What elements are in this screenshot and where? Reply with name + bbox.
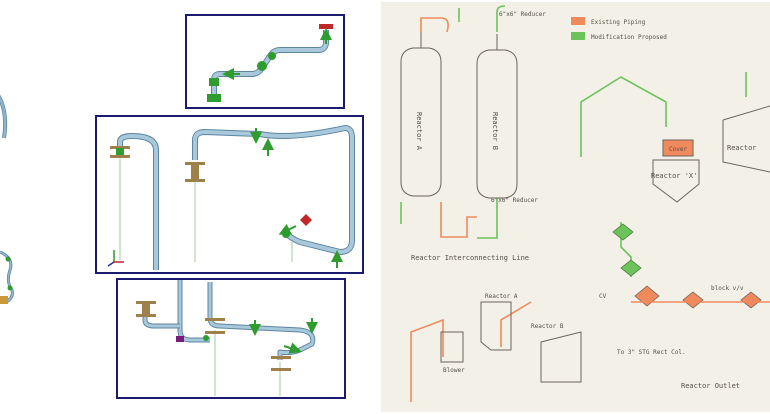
green-arrow-icon — [207, 28, 332, 102]
label-cv: CV — [599, 293, 607, 300]
hand-sketch-drawing: Existing Piping Modification Proposed Re… — [400, 5, 770, 402]
label-interconnecting-line: Reactor Interconnecting Line — [411, 254, 529, 262]
hand-sketch-panel: Existing Piping Modification Proposed Re… — [381, 2, 770, 412]
pipe-support-icon — [110, 146, 205, 182]
model-view-bottom — [116, 278, 346, 399]
legend-swatch-existing — [571, 17, 585, 25]
valve-icon — [612, 223, 762, 309]
axis-triad-icon — [107, 250, 124, 267]
piping-model-panel — [0, 0, 372, 414]
label-cover: Cover — [669, 146, 687, 153]
label-reactor-b-lower: Reactor B — [531, 323, 564, 330]
model-view-middle — [95, 115, 364, 274]
label-reactor-a: Reactor A — [415, 112, 423, 151]
label-reducer-bottom: 6"x6" Reducer — [491, 197, 538, 204]
green-arrow-icon — [203, 318, 318, 354]
pipe-support-icon — [136, 301, 291, 371]
reactor-x: Cover Reactor 'X' Reactor — [651, 105, 770, 203]
label-reactor-b: Reactor B — [491, 112, 499, 150]
label-reactor-right: Reactor — [727, 144, 757, 152]
reactor-vessels — [400, 32, 518, 199]
label-reducer-top: 6"x6" Reducer — [499, 11, 546, 18]
label-blower: Blower — [443, 367, 465, 374]
lower-equipment — [440, 301, 582, 383]
cover-block — [662, 139, 694, 157]
valve-icon — [176, 336, 184, 342]
existing-piping-lines — [410, 17, 532, 402]
green-arrow-icon — [250, 128, 343, 268]
label-block-valve: block v/v — [711, 285, 744, 292]
valve-icon — [319, 24, 333, 29]
legend: Existing Piping Modification Proposed — [571, 17, 667, 41]
label-bottom-line: To 3" STG Rect Col. — [617, 349, 686, 356]
view-frame-bottom — [116, 278, 346, 399]
legend-label-existing: Existing Piping — [591, 19, 646, 26]
label-reactor-outlet: Reactor Outlet — [681, 382, 740, 390]
label-reactor-x: Reactor 'X' — [651, 172, 697, 180]
valve-icon — [300, 214, 312, 226]
legend-label-proposed: Modification Proposed — [591, 34, 667, 41]
proposed-piping-lines — [400, 5, 747, 277]
model-view-top — [185, 14, 345, 109]
label-reactor-a-lower: Reactor A — [485, 293, 518, 300]
legend-swatch-proposed — [571, 32, 585, 40]
piping-model-drawing — [0, 14, 364, 399]
isometric-overview-fragment — [0, 94, 14, 304]
